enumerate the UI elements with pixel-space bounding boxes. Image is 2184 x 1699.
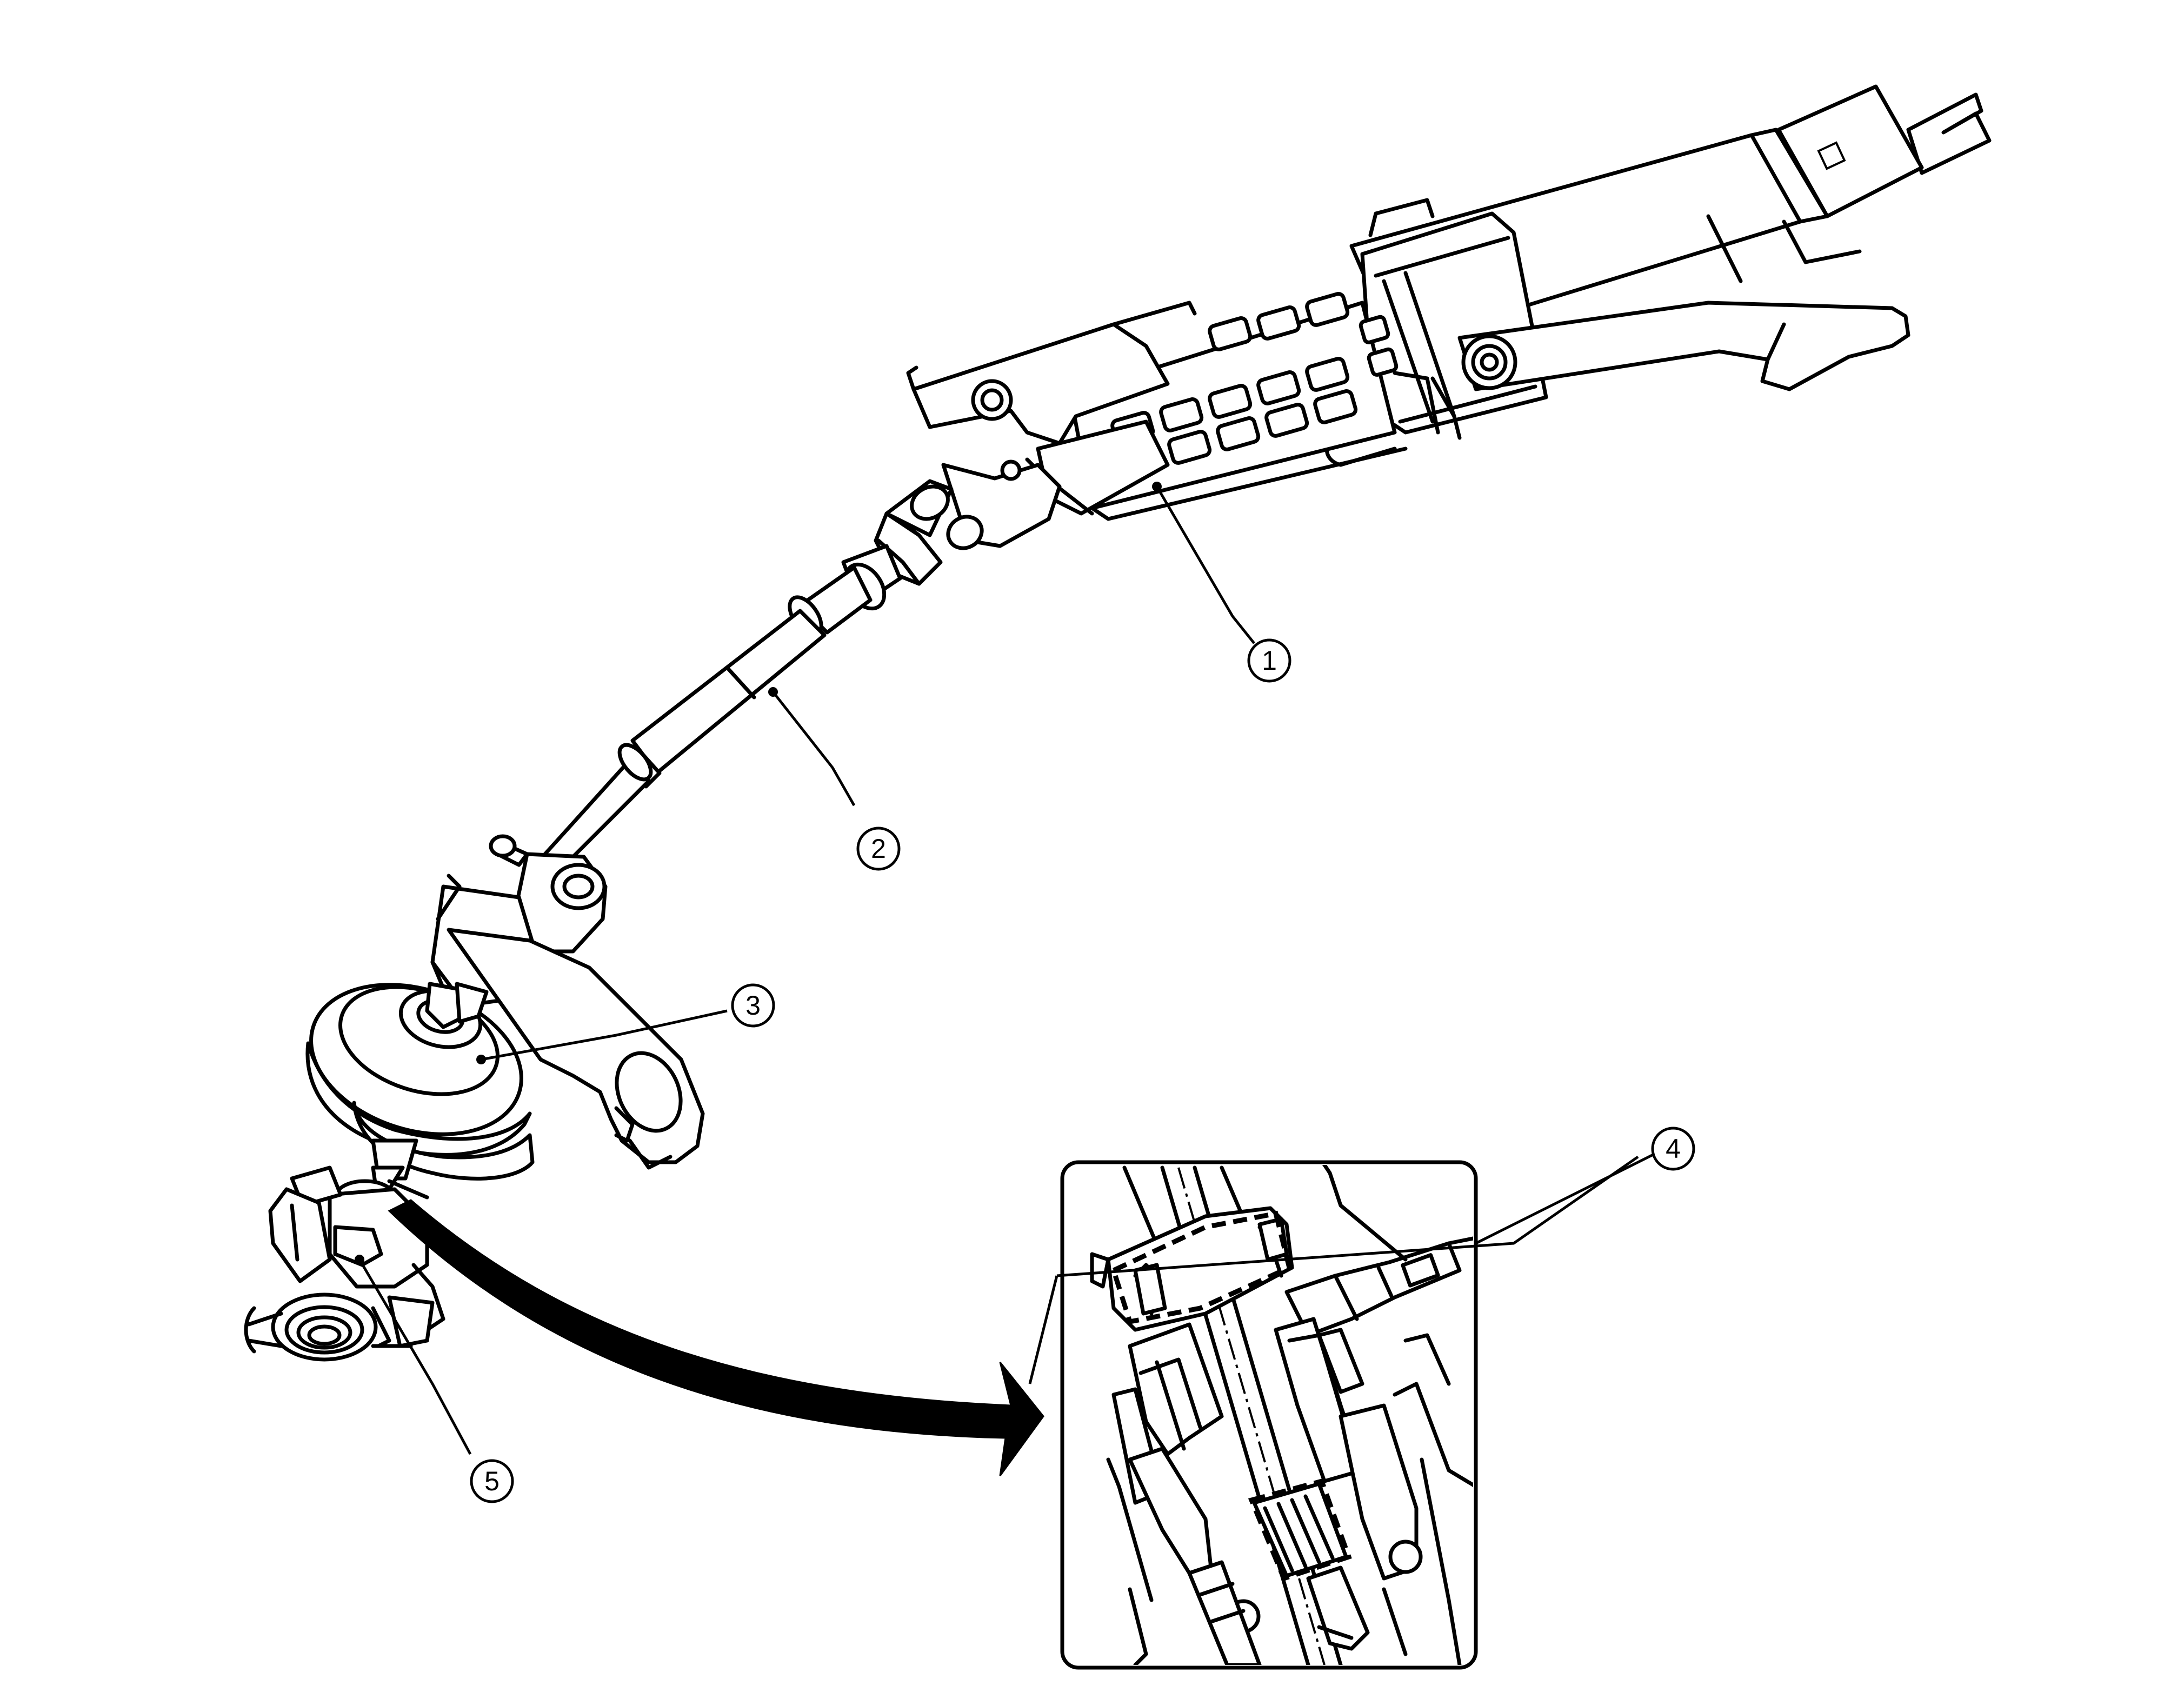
upper-universal-joint [874,459,1062,586]
callout-1-label: 1 [1262,645,1277,676]
callout-2-label: 2 [871,834,886,864]
steering-gear-housing [244,1165,445,1362]
callout-4-label: 4 [1666,1134,1681,1164]
callout-5-label: 5 [484,1466,500,1496]
leader-lines [355,482,1655,1455]
detail-arrow [387,1179,1044,1476]
steering-column-assembly [906,84,1992,521]
lower-joint-area [305,834,705,1191]
callout-2: 2 [856,827,901,871]
callout-3: 3 [731,983,775,1028]
inset-detail [1060,1160,1478,1670]
intermediate-shaft [533,544,902,883]
callout-3-label: 3 [745,990,761,1021]
callout-5: 5 [470,1459,514,1503]
callout-1: 1 [1247,638,1291,683]
callout-4: 4 [1651,1127,1695,1171]
